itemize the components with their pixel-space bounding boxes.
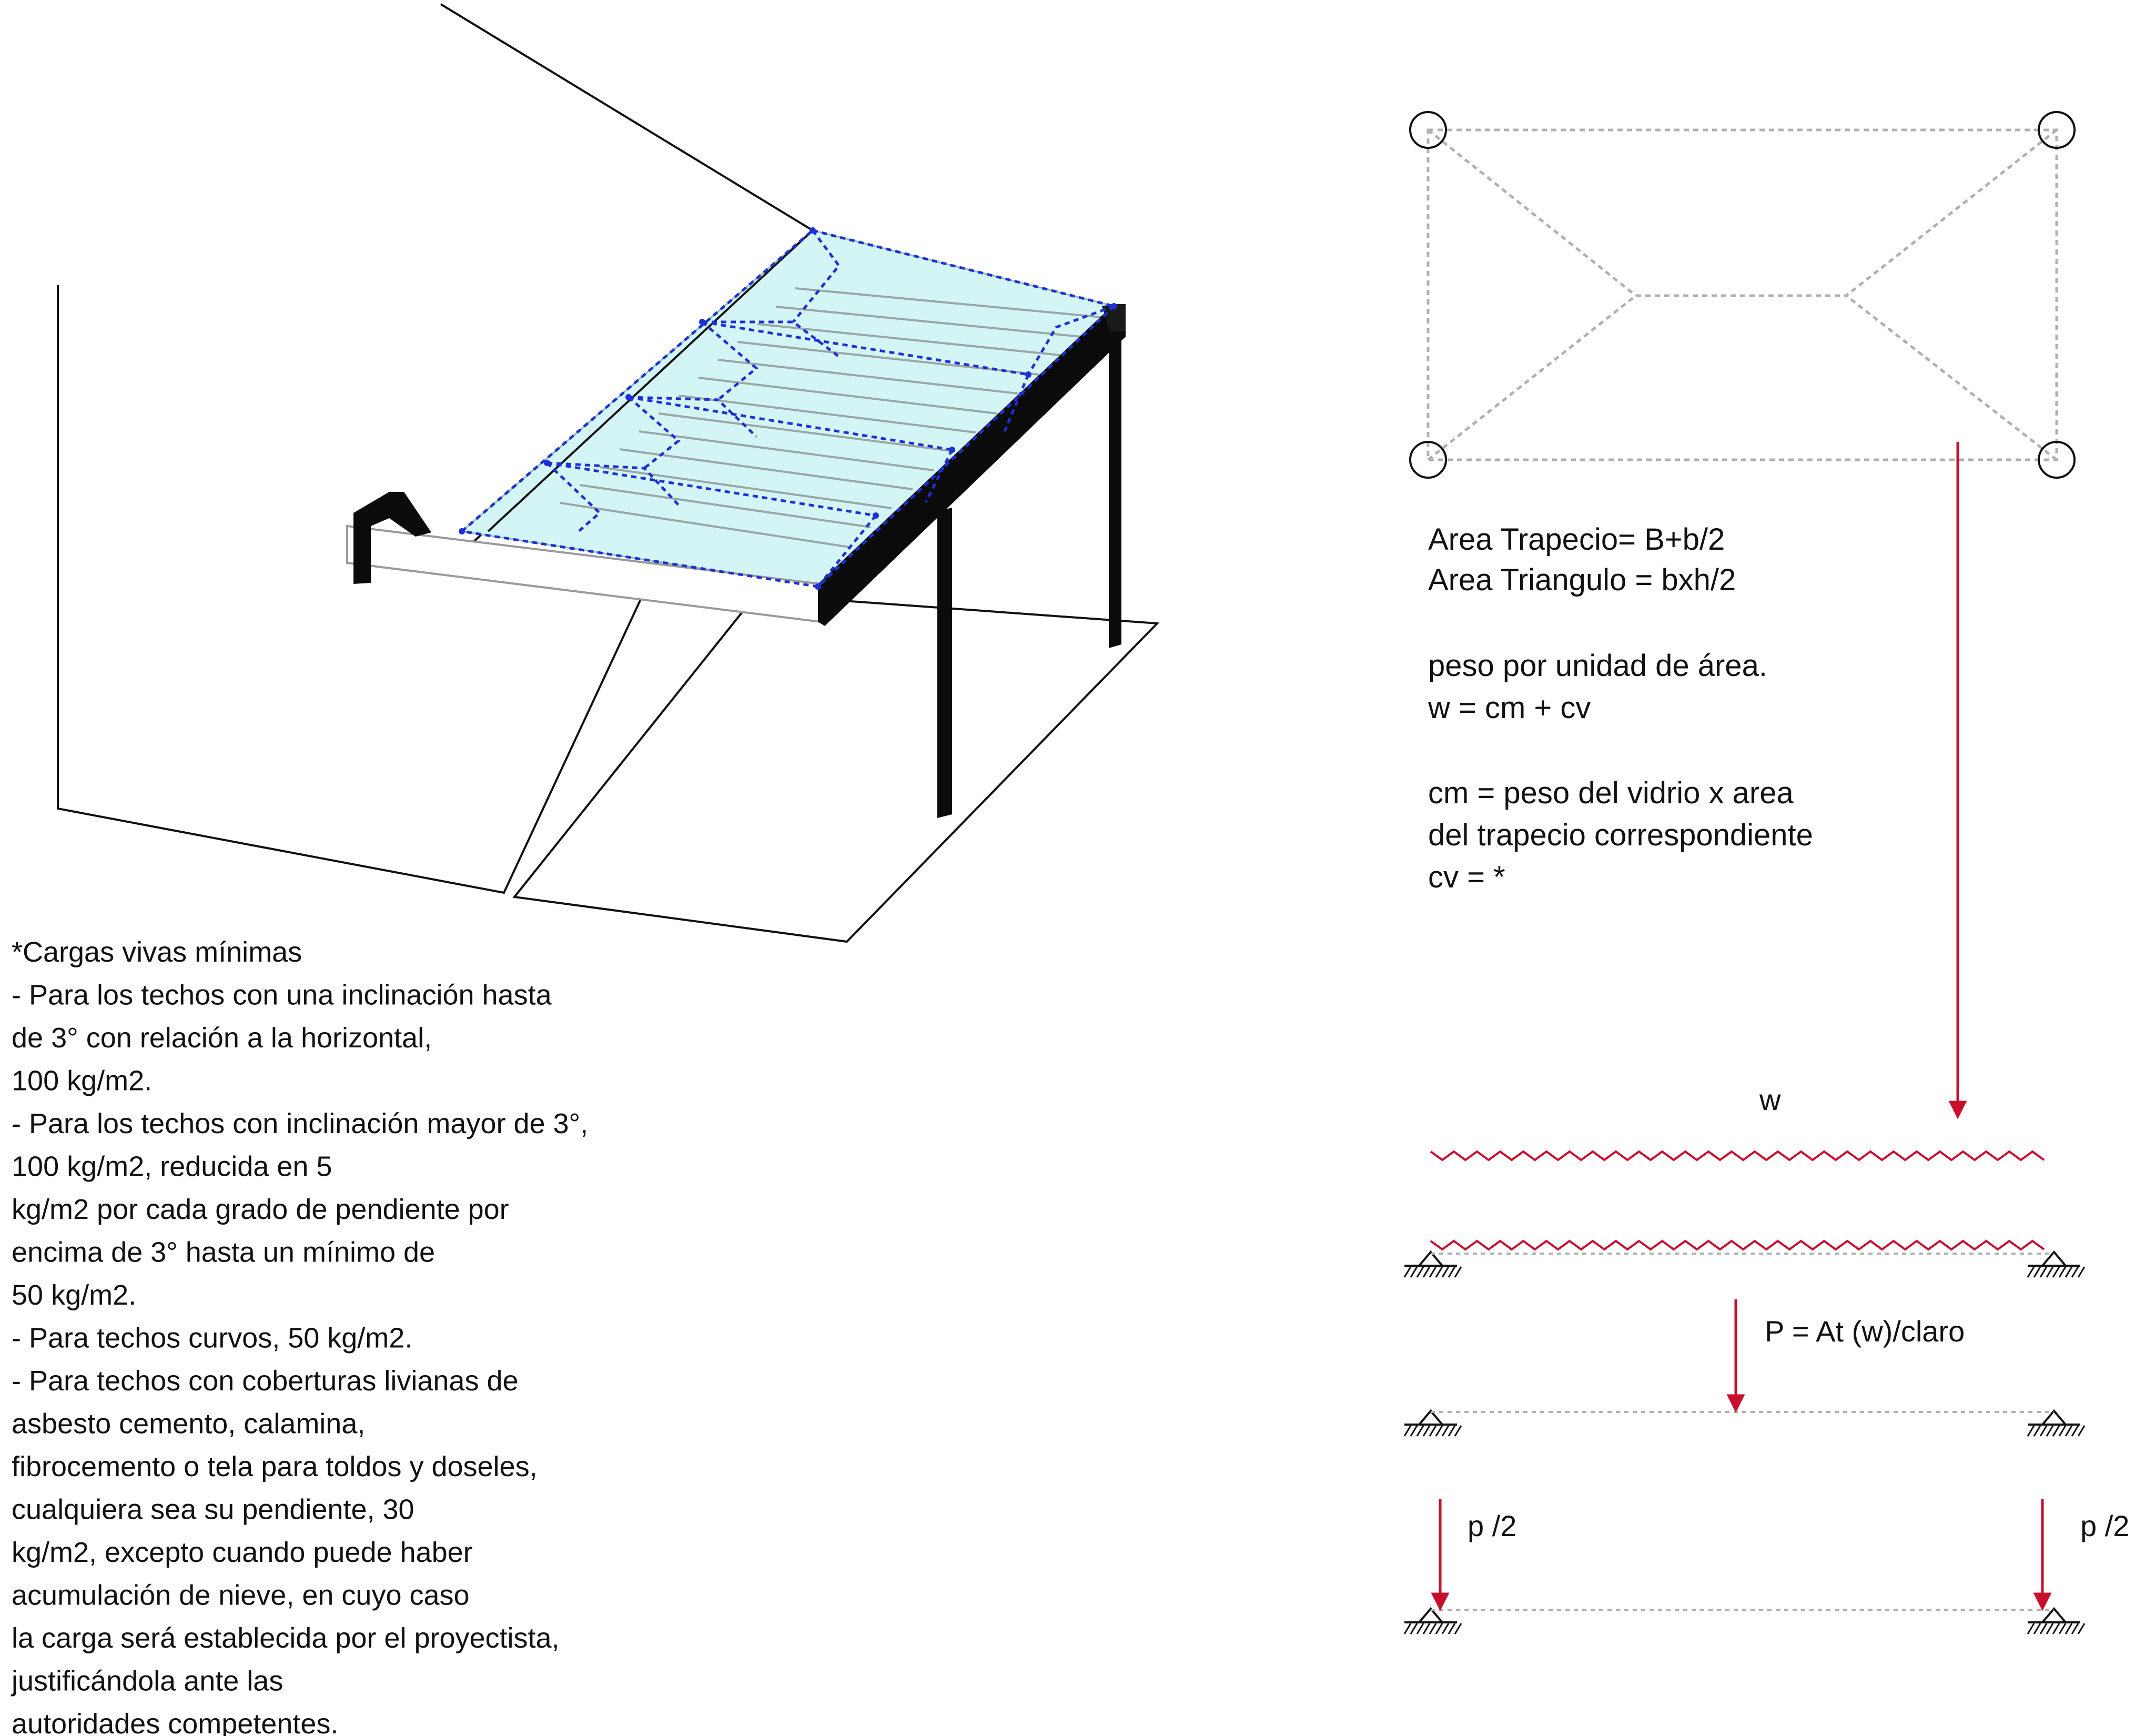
notes-line: cualquiera sea su pendiente, 30	[12, 1494, 414, 1526]
notes-line: acumulación de nieve, en cuyo caso	[12, 1580, 470, 1611]
distributed-load-zigzag-bottom	[1430, 1239, 2045, 1251]
live-load-notes: *Cargas vivas mínimas - Para los techos c…	[11, 936, 588, 1736]
left-reaction-label: p /2	[1468, 1509, 1516, 1542]
column-circle-top-left	[1409, 111, 1447, 149]
column-circle-bottom-right	[2038, 441, 2076, 479]
notes-line: encima de 3° hasta un mínimo de	[12, 1237, 435, 1268]
beam-supports	[1403, 1250, 2086, 1634]
notes-line: 50 kg/m2.	[12, 1279, 136, 1311]
formula-cv: cv = *	[1428, 860, 1505, 894]
canopy-isometric-drawing	[57, 3, 1160, 943]
formula-cm-line1: cm = peso del vidrio x area	[1428, 776, 1794, 810]
notes-line: - Para los techos con una inclinación ha…	[12, 980, 552, 1011]
notes-line: asbesto cemento, calamina,	[12, 1408, 365, 1440]
column-circle-top-right	[2038, 111, 2076, 149]
notes-line: 100 kg/m2, reducida en 5	[12, 1151, 332, 1183]
right-beam-edge	[1102, 304, 1126, 331]
notes-line: kg/m2, excepto cuando puede haber	[12, 1537, 473, 1568]
tributary-area-lines	[461, 229, 1115, 588]
pin-support-right-1	[2027, 1250, 2086, 1278]
distributed-load-zigzag-top	[1430, 1150, 2045, 1162]
notes-line: *Cargas vivas mínimas	[12, 936, 302, 968]
right-beam	[818, 304, 1126, 626]
notes-line: justificándola ante las	[11, 1666, 283, 1697]
notes-line: 100 kg/m2.	[12, 1065, 152, 1097]
notes-line: - Para techos curvos, 50 kg/m2.	[12, 1323, 412, 1354]
pin-support-left-3	[1403, 1607, 1462, 1634]
glass-mullions	[560, 287, 1102, 548]
pin-support-left-2	[1403, 1409, 1462, 1437]
notes-line: de 3° con relación a la horizontal,	[12, 1022, 432, 1054]
notes-line: autoridades competentes.	[12, 1708, 338, 1736]
wall-bracket	[353, 492, 431, 584]
pin-support-right-3	[2027, 1607, 2086, 1634]
notes-line: - Para los techos con inclinación mayor …	[12, 1108, 588, 1139]
load-diagrams: w P = At (w)/claro p /2 p /2	[1403, 1083, 2129, 1634]
tributary-nodes	[459, 227, 1117, 590]
notes-line: - Para techos con coberturas livianas de	[12, 1365, 519, 1397]
point-load-label: P = At (w)/claro	[1765, 1315, 1965, 1348]
formula-cm-line2: del trapecio correspondiente	[1428, 818, 1813, 852]
formula-w: w = cm + cv	[1428, 691, 1591, 725]
column-circle-bottom-left	[1409, 441, 1447, 479]
plan-hip-lines	[1427, 129, 2058, 461]
formula-area-triangulo: Area Triangulo = bxh/2	[1428, 563, 1736, 597]
column-front	[937, 508, 952, 818]
formula-area-trapecio: Area Trapecio= B+b/2	[1428, 522, 1725, 557]
plan-tributary-diagram	[1409, 111, 2076, 479]
column-markers	[1409, 111, 2076, 479]
glass-edge-line	[487, 229, 814, 532]
distributed-load-label: w	[1759, 1083, 1781, 1116]
notes-line: la carga será establecida por el proyect…	[12, 1622, 560, 1654]
formulas-block: Area Trapecio= B+b/2 Area Triangulo = bx…	[1428, 522, 1813, 894]
column-back	[1109, 331, 1121, 648]
pin-support-right-2	[2027, 1409, 2086, 1437]
plan-outline	[1426, 128, 2058, 461]
notes-line: fibrocemento o tela para toldos y dosele…	[12, 1451, 538, 1482]
floor-outline	[512, 593, 1160, 943]
notes-line: kg/m2 por cada grado de pendiente por	[12, 1194, 509, 1225]
pin-support-left-1	[1403, 1250, 1462, 1278]
right-reaction-label: p /2	[2080, 1509, 2129, 1542]
peso-label: peso por unidad de área.	[1428, 649, 1767, 683]
